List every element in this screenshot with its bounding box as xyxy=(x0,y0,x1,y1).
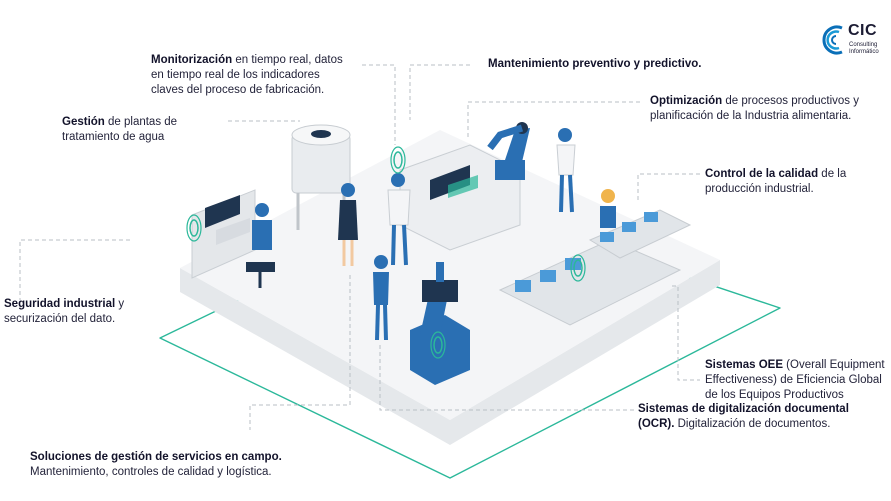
logo-rings-icon xyxy=(822,25,843,55)
logo-brand: CIC xyxy=(848,22,878,39)
label-seguridad-text: y securización del dato. xyxy=(4,298,125,325)
standing-workers xyxy=(338,128,616,341)
label-control-calidad-text: de la producción industrial. xyxy=(705,168,847,195)
logo-line2: Informático xyxy=(849,49,879,55)
signal-rings xyxy=(186,146,586,359)
logo-line1: Consulting xyxy=(849,42,878,48)
label-seguridad: Seguridad industrial y securización del … xyxy=(4,297,154,327)
label-ocr-bold: Sistemas de digitalización documental (O… xyxy=(638,403,849,430)
label-oee-text: (Overall Equipment Effectiveness) de Efi… xyxy=(705,359,885,401)
robot-arm-top xyxy=(487,122,530,180)
company-logo: CIC Consulting Informático xyxy=(818,20,888,64)
label-optimizacion: Optimización de procesos productivos y p… xyxy=(650,94,885,124)
label-optimizacion-bold: Optimización xyxy=(650,95,723,107)
label-control-calidad-bold: Control de la calidad xyxy=(705,168,819,180)
label-soluciones: Soluciones de gestión de servicios en ca… xyxy=(30,450,305,480)
label-ocr: Sistemas de digitalización documental (O… xyxy=(638,402,863,432)
seated-operator xyxy=(246,203,275,288)
label-gestion-agua-text: de plantas de tratamiento de agua xyxy=(62,116,178,143)
label-control-calidad: Control de la calidad de la producción i… xyxy=(705,167,865,197)
leader-lines xyxy=(19,64,700,430)
platform-side xyxy=(180,260,720,445)
label-soluciones-bold: Soluciones de gestión de servicios en ca… xyxy=(30,451,282,463)
robot-arm-front xyxy=(410,262,470,385)
platform-top xyxy=(180,130,720,420)
central-machine xyxy=(399,144,521,251)
label-monitorizacion-bold: Monitorización xyxy=(151,54,233,66)
label-soluciones-text: Mantenimiento, controles de calidad y lo… xyxy=(30,466,272,478)
label-monitorizacion: Monitorización en tiempo real, datos en … xyxy=(151,53,351,98)
label-seguridad-bold: Seguridad industrial xyxy=(4,298,116,310)
label-gestion-agua: Gestión de plantas de tratamiento de agu… xyxy=(62,115,222,145)
label-ocr-text: Digitalización de documentos. xyxy=(674,418,831,430)
control-console xyxy=(191,189,256,279)
label-mantenimiento: Mantenimiento preventivo y predictivo. xyxy=(488,57,748,72)
label-oee: Sistemas OEE (Overall Equipment Effectiv… xyxy=(705,358,885,403)
label-gestion-agua-bold: Gestión xyxy=(62,116,105,128)
label-optimizacion-text: de procesos productivos y planificación … xyxy=(650,95,859,122)
water-tank xyxy=(291,124,351,230)
label-mantenimiento-bold: Mantenimiento preventivo y predictivo. xyxy=(488,58,702,70)
label-monitorizacion-text: en tiempo real, datos en tiempo real de … xyxy=(151,54,343,96)
conveyor-line xyxy=(498,209,692,326)
label-oee-bold: Sistemas OEE xyxy=(705,359,783,371)
